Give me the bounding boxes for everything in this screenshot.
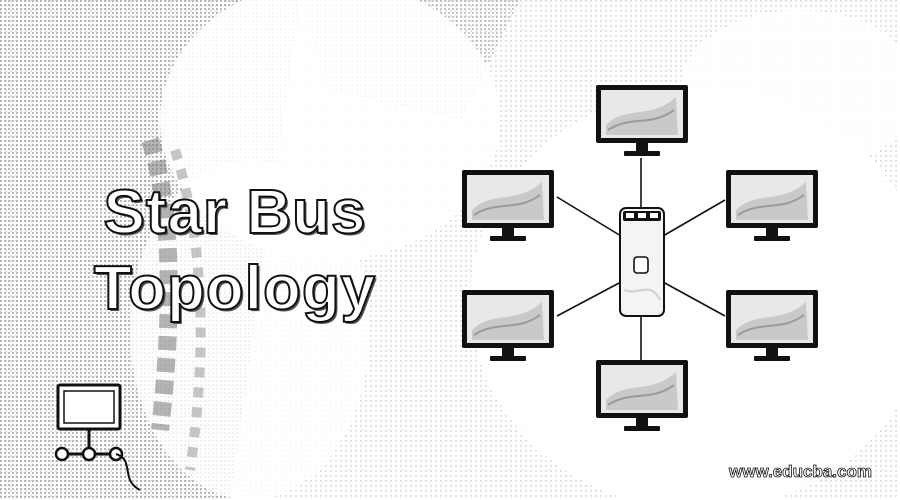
watermark-text: www.educba.com <box>729 462 873 482</box>
server-tower-icon <box>619 207 665 317</box>
monitor-icon <box>595 359 689 432</box>
link-lower-left <box>556 281 622 317</box>
connection-lines <box>556 158 726 360</box>
link-lower-right <box>662 281 726 317</box>
link-upper-right <box>662 199 726 237</box>
monitor-icon <box>461 169 555 242</box>
spine-art <box>141 137 206 471</box>
title-line-1: Star Bus <box>103 178 367 247</box>
monitor-icon <box>725 169 819 242</box>
title-line-2: Topology <box>93 254 377 323</box>
monitor-icon <box>461 289 555 362</box>
network-computer-icon <box>54 383 141 491</box>
monitor-icon <box>595 84 689 157</box>
link-upper-left <box>556 196 622 237</box>
monitor-icon <box>725 289 819 362</box>
